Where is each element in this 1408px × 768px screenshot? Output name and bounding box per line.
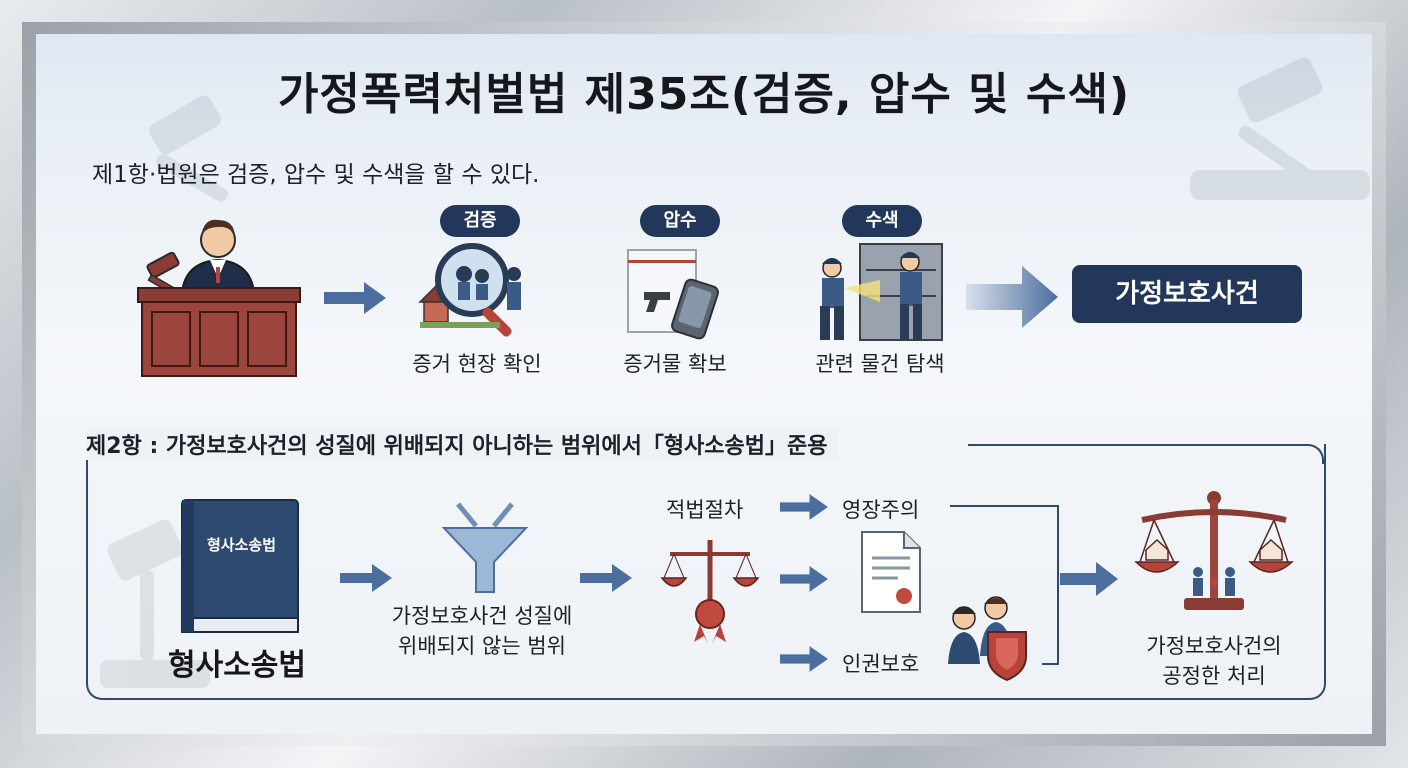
section2-frame [86, 444, 1326, 700]
judge-icon [137, 219, 301, 377]
big-arrow-icon [966, 266, 1058, 328]
section2-text: 제2항 : 가정보호사건의 성질에 위배되지 아니하는 범위에서「형사소송법」준… [86, 428, 838, 460]
tag-seizure: 압수 [640, 205, 720, 237]
fair-scales-icon [1134, 491, 1294, 610]
flow-arrow-icon [780, 646, 828, 672]
flow-arrow-icon [780, 566, 828, 592]
law-book-icon [181, 499, 299, 633]
evidence-bag-icon [627, 249, 719, 340]
merge-connector [950, 505, 1059, 665]
outcome-caption-2: 공정한 처리 [1162, 664, 1266, 688]
document-icon [861, 531, 921, 613]
flow-arrow-icon [580, 564, 632, 592]
tag-search: 수색 [842, 205, 922, 237]
filter-caption-1: 가정보호사건 성질에 [391, 604, 573, 628]
search-officers-icon [820, 243, 943, 341]
section1-text: 제1항·법원은 검증, 압수 및 수색을 할 수 있다. [92, 162, 540, 188]
people-shield-icon [948, 596, 1027, 682]
principle-warrant: 영장주의 [842, 498, 920, 522]
filter-caption-2: 위배되지 않는 범위 [398, 634, 566, 658]
section2-frame-top [968, 444, 1324, 464]
result-box: 가정보호사건 [1072, 265, 1302, 323]
funnel-icon [441, 502, 529, 593]
scales-seal-icon [660, 540, 760, 644]
flow-arrow-icon [324, 282, 386, 314]
flow-arrow-icon [1060, 562, 1118, 596]
magnifier-icon [418, 243, 521, 337]
step1-caption: 증거 현장 확인 [412, 352, 542, 376]
outcome-caption-1: 가정보호사건의 [1146, 634, 1282, 658]
background-gavel-icon [149, 95, 228, 202]
principle-due-process: 적법절차 [666, 498, 744, 522]
background-gavel-icon [100, 519, 210, 688]
step3-caption: 관련 물건 탐색 [815, 352, 945, 376]
step2-caption: 증거물 확보 [623, 352, 727, 376]
flow-arrow-icon [340, 564, 392, 592]
background-gavel-icon [1190, 57, 1370, 200]
tag-inspection: 검증 [440, 205, 520, 237]
book-label: 형사소송법 [168, 648, 306, 683]
page-title: 가정폭력처벌법 제35조(검증, 압수 및 수색) [277, 69, 1131, 120]
flow-arrow-icon [780, 494, 828, 520]
book-cover-title: 형사소송법 [207, 536, 277, 554]
principle-human-rights: 인권보호 [842, 652, 920, 676]
